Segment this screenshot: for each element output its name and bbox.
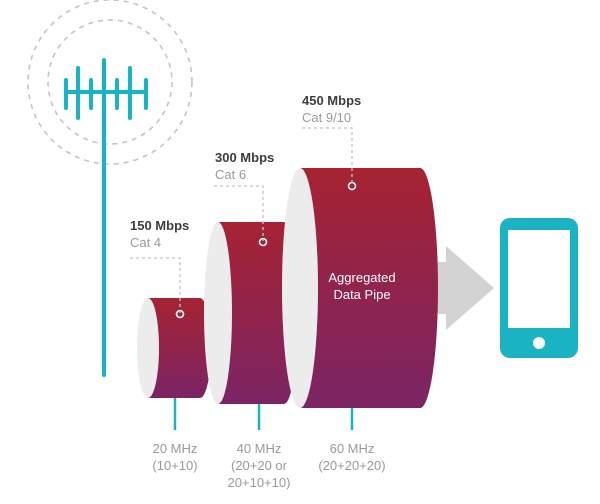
- freq-40-line2: (20+20 or: [230, 458, 287, 473]
- freq-40-line3: 20+10+10): [227, 475, 291, 490]
- freq-20-line1: 20 MHz: [152, 441, 198, 456]
- leader-450: [302, 127, 353, 185]
- leader-300: [214, 185, 264, 241]
- cell-tower-icon: [64, 58, 148, 377]
- marker-150: [175, 309, 185, 319]
- frequency-stems: [173, 398, 354, 430]
- freq-60-line1: 60 MHz: [329, 441, 375, 456]
- speed-300: 300 Mbps: [215, 150, 275, 165]
- pipe-label-line2: Data Pipe: [333, 287, 391, 302]
- pipe-300mbps: [204, 222, 298, 404]
- marker-450: [347, 181, 357, 191]
- speed-150: 150 Mbps: [130, 218, 190, 233]
- freq-20-line2: (10+10): [152, 458, 198, 473]
- pipe-450mbps: [282, 168, 438, 408]
- freq-40-line1: 40 MHz: [236, 441, 282, 456]
- pipe-label-line1: Aggregated: [328, 270, 396, 285]
- leader-markers: [175, 181, 357, 319]
- pipe-150mbps: [137, 298, 211, 398]
- freq-label-60mhz: 60 MHz (20+20+20): [297, 440, 407, 474]
- leader-lines: [130, 127, 353, 313]
- arrow-right-icon: [432, 246, 494, 330]
- label-300mbps: 300 Mbps Cat 6: [215, 150, 274, 182]
- category-450: Cat 9/10: [302, 110, 352, 125]
- signal-ring-outer: [27, 0, 193, 165]
- signal-ring-inner: [47, 19, 173, 145]
- category-150: Cat 4: [130, 235, 162, 250]
- speed-450: 450 Mbps: [302, 93, 362, 108]
- leader-150: [130, 257, 181, 313]
- label-450mbps: 450 Mbps Cat 9/10: [302, 93, 361, 125]
- freq-label-40mhz: 40 MHz (20+20 or 20+10+10): [209, 440, 309, 491]
- label-150mbps: 150 Mbps Cat 4: [130, 218, 189, 250]
- category-300: Cat 6: [215, 167, 247, 182]
- aggregated-pipe-label: Aggregated Data Pipe: [310, 269, 414, 303]
- signal-rings: [27, 0, 193, 165]
- freq-60-line2: (20+20+20): [318, 458, 386, 473]
- freq-label-20mhz: 20 MHz (10+10): [130, 440, 220, 474]
- marker-300: [258, 237, 268, 247]
- smartphone-icon: [500, 218, 578, 358]
